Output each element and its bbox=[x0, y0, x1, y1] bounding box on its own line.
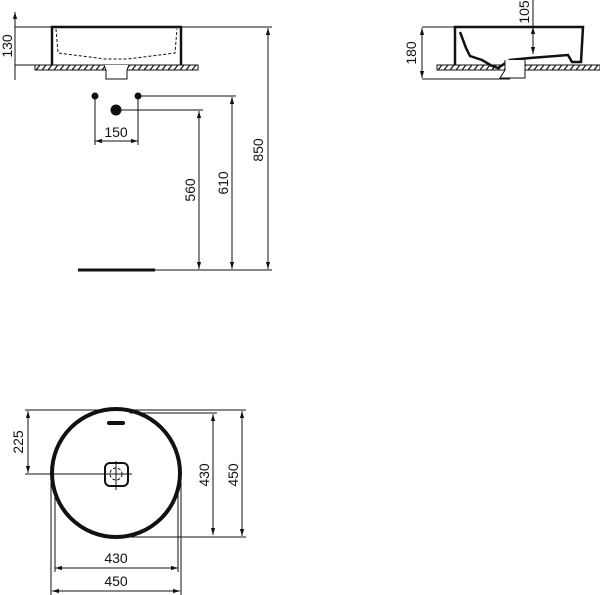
dim-label-430-horizontal: 430 bbox=[104, 550, 128, 566]
waste-outlet bbox=[103, 64, 130, 80]
front-view: 130 150 560 610 850 bbox=[0, 12, 272, 272]
dim-label-850: 850 bbox=[250, 138, 266, 162]
dim-label-450-horizontal: 450 bbox=[104, 573, 128, 589]
dim-label-130: 130 bbox=[0, 34, 15, 58]
dim-label-225: 225 bbox=[10, 430, 26, 454]
basin-inner-dashed bbox=[55, 28, 178, 60]
basin-outline bbox=[50, 25, 183, 65]
dim-label-150: 150 bbox=[104, 124, 128, 140]
dim-label-430-vertical: 430 bbox=[196, 463, 212, 487]
side-view: 180 105 bbox=[403, 0, 600, 80]
dim-label-610: 610 bbox=[215, 171, 231, 195]
plan-view: 225 430 450 430 450 bbox=[10, 407, 246, 595]
dim-label-560: 560 bbox=[182, 178, 198, 202]
dim-label-180: 180 bbox=[403, 41, 419, 65]
overflow-slot bbox=[107, 421, 125, 425]
side-waste bbox=[499, 60, 526, 79]
dim-label-450-vertical: 450 bbox=[225, 463, 241, 487]
side-basin-outline bbox=[453, 25, 585, 70]
basin-rim-circle bbox=[50, 407, 182, 539]
dim-label-105: 105 bbox=[516, 0, 532, 24]
